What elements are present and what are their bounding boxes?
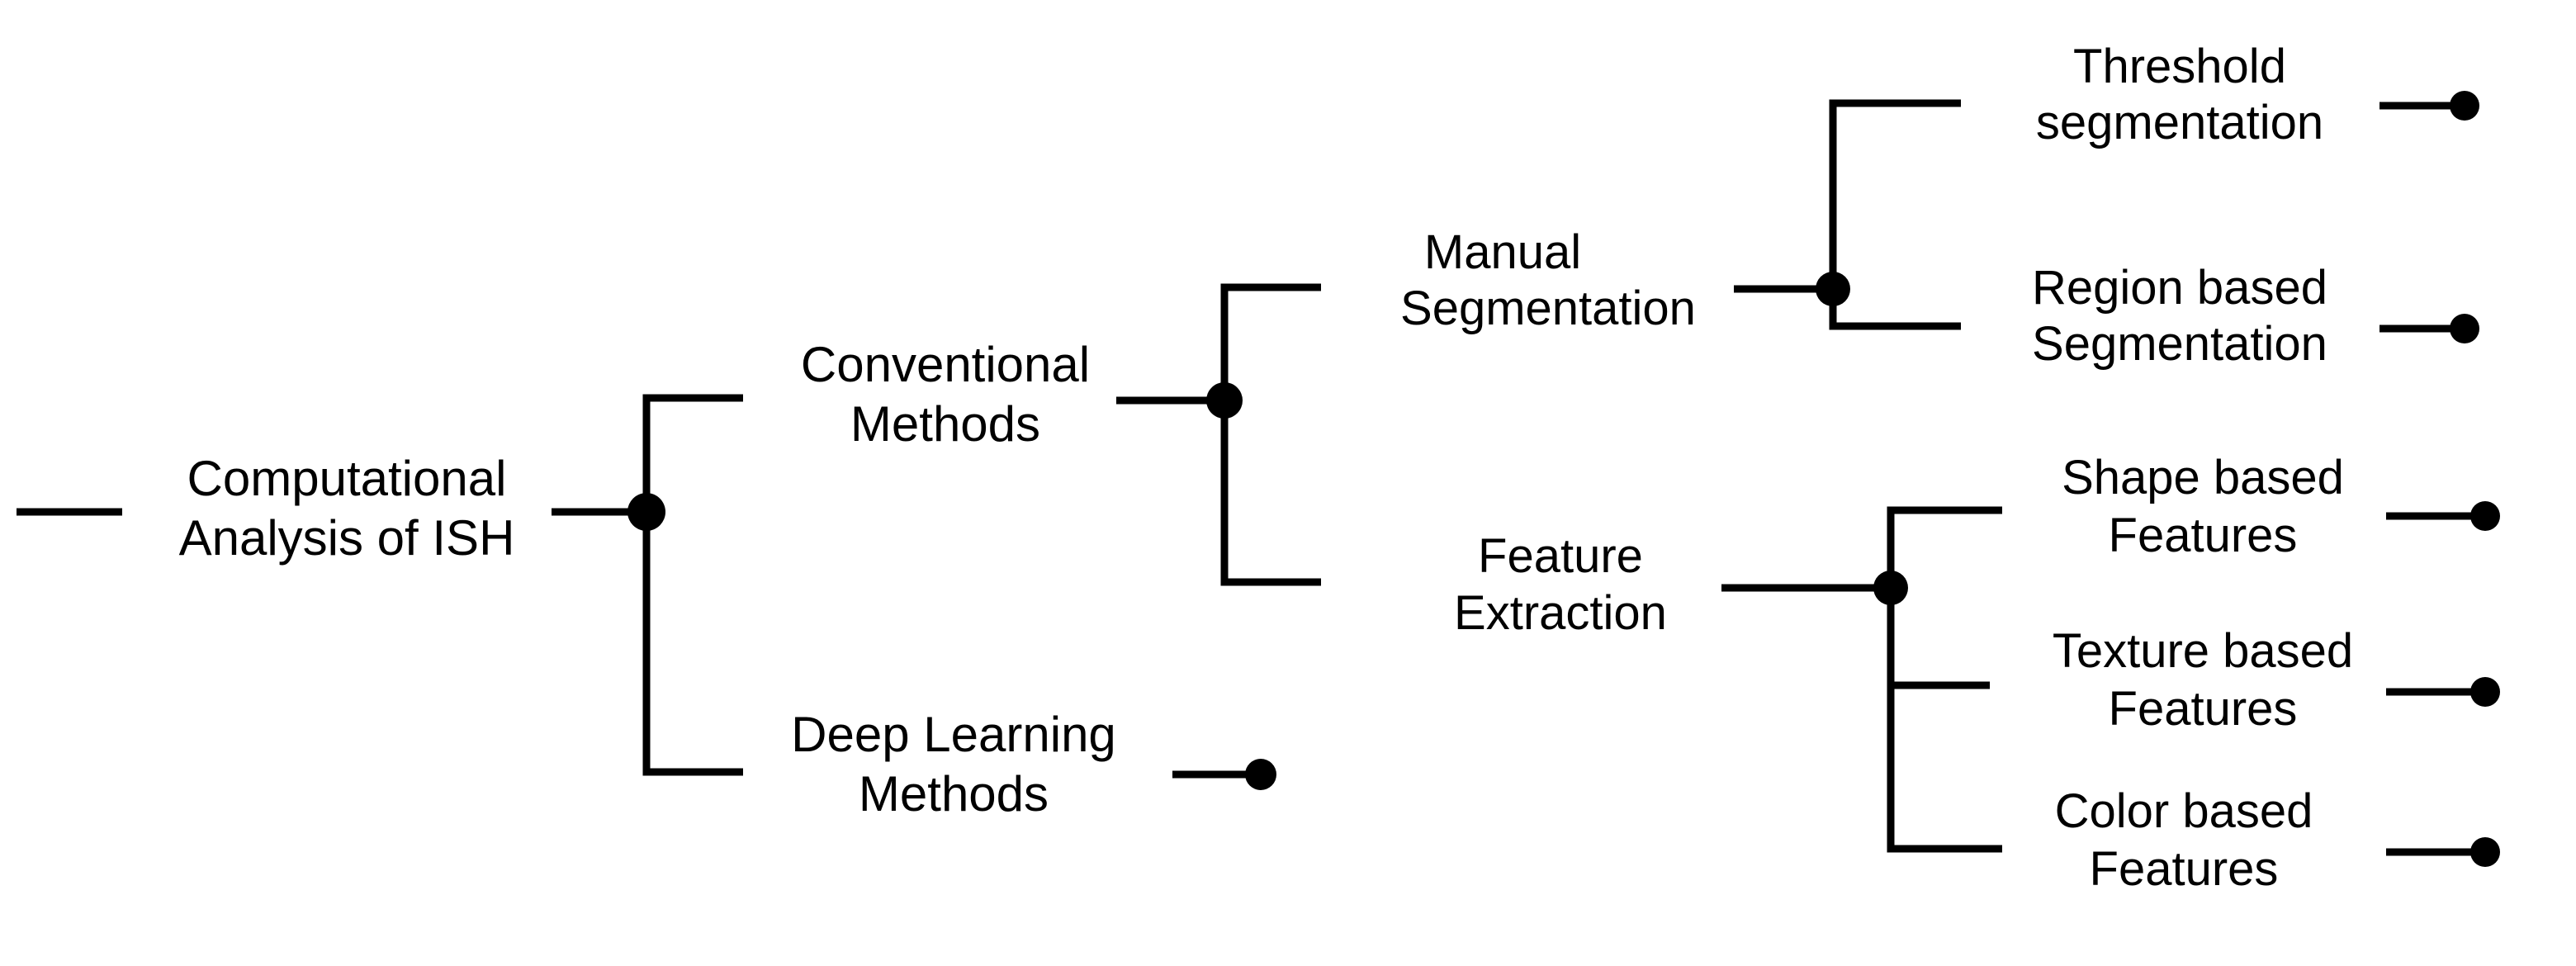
bracket-manual-segmentation-children [1829, 99, 1961, 330]
junction-dot-conventional-methods[interactable] [1206, 382, 1243, 419]
bracket-conventional-children [1220, 283, 1321, 586]
conventional-methods-label-line1: Conventional [801, 337, 1090, 392]
manual-segmentation-label-line1: Manual [1424, 225, 1581, 279]
color-based-features-label-line1: Color based [2055, 784, 2313, 838]
terminal-dot-color-based-features[interactable] [2470, 837, 2500, 867]
terminal-dot-shape-based-features[interactable] [2470, 501, 2500, 531]
terminal-dot-threshold-segmentation[interactable] [2450, 91, 2479, 121]
deep-learning-methods-label-line1: Deep Learning [791, 707, 1116, 762]
root-label-line1: Computational [187, 451, 507, 506]
junction-dot-manual-segmentation[interactable] [1816, 272, 1850, 306]
manual-segmentation-label-line2: Segmentation [1400, 282, 1696, 335]
shape-based-features-label-line1: Shape based [2062, 451, 2344, 504]
terminal-dot-texture-based-features[interactable] [2470, 677, 2500, 707]
shape-based-features-label-line2: Features [2109, 509, 2298, 562]
color-based-features-label-line2: Features [2090, 842, 2279, 896]
bracket-root-children [642, 394, 743, 776]
terminal-dot-deep-learning-methods[interactable] [1245, 759, 1276, 790]
texture-based-features-label-line2: Features [2109, 682, 2298, 736]
junction-dot-root[interactable] [627, 493, 665, 531]
threshold-segmentation-label-line1: Threshold [2073, 40, 2286, 93]
root-label-line2: Analysis of ISH [179, 510, 515, 566]
deep-learning-methods-label-line2: Methods [859, 766, 1049, 822]
threshold-segmentation-label-line2: segmentation [2036, 96, 2323, 149]
terminal-dot-region-based-segmentation[interactable] [2450, 314, 2479, 343]
conventional-methods-label-line2: Methods [850, 396, 1040, 452]
texture-based-features-label-line1: Texture based [2053, 624, 2353, 678]
feature-extraction-label-line1: Feature [1478, 529, 1643, 583]
region-based-segmentation-label-line2: Segmentation [2032, 317, 2327, 371]
bracket-feature-extraction-children [1887, 506, 2002, 853]
feature-extraction-label-line2: Extraction [1454, 586, 1667, 640]
region-based-segmentation-label-line1: Region based [2032, 261, 2327, 315]
junction-dot-feature-extraction[interactable] [1873, 571, 1908, 605]
